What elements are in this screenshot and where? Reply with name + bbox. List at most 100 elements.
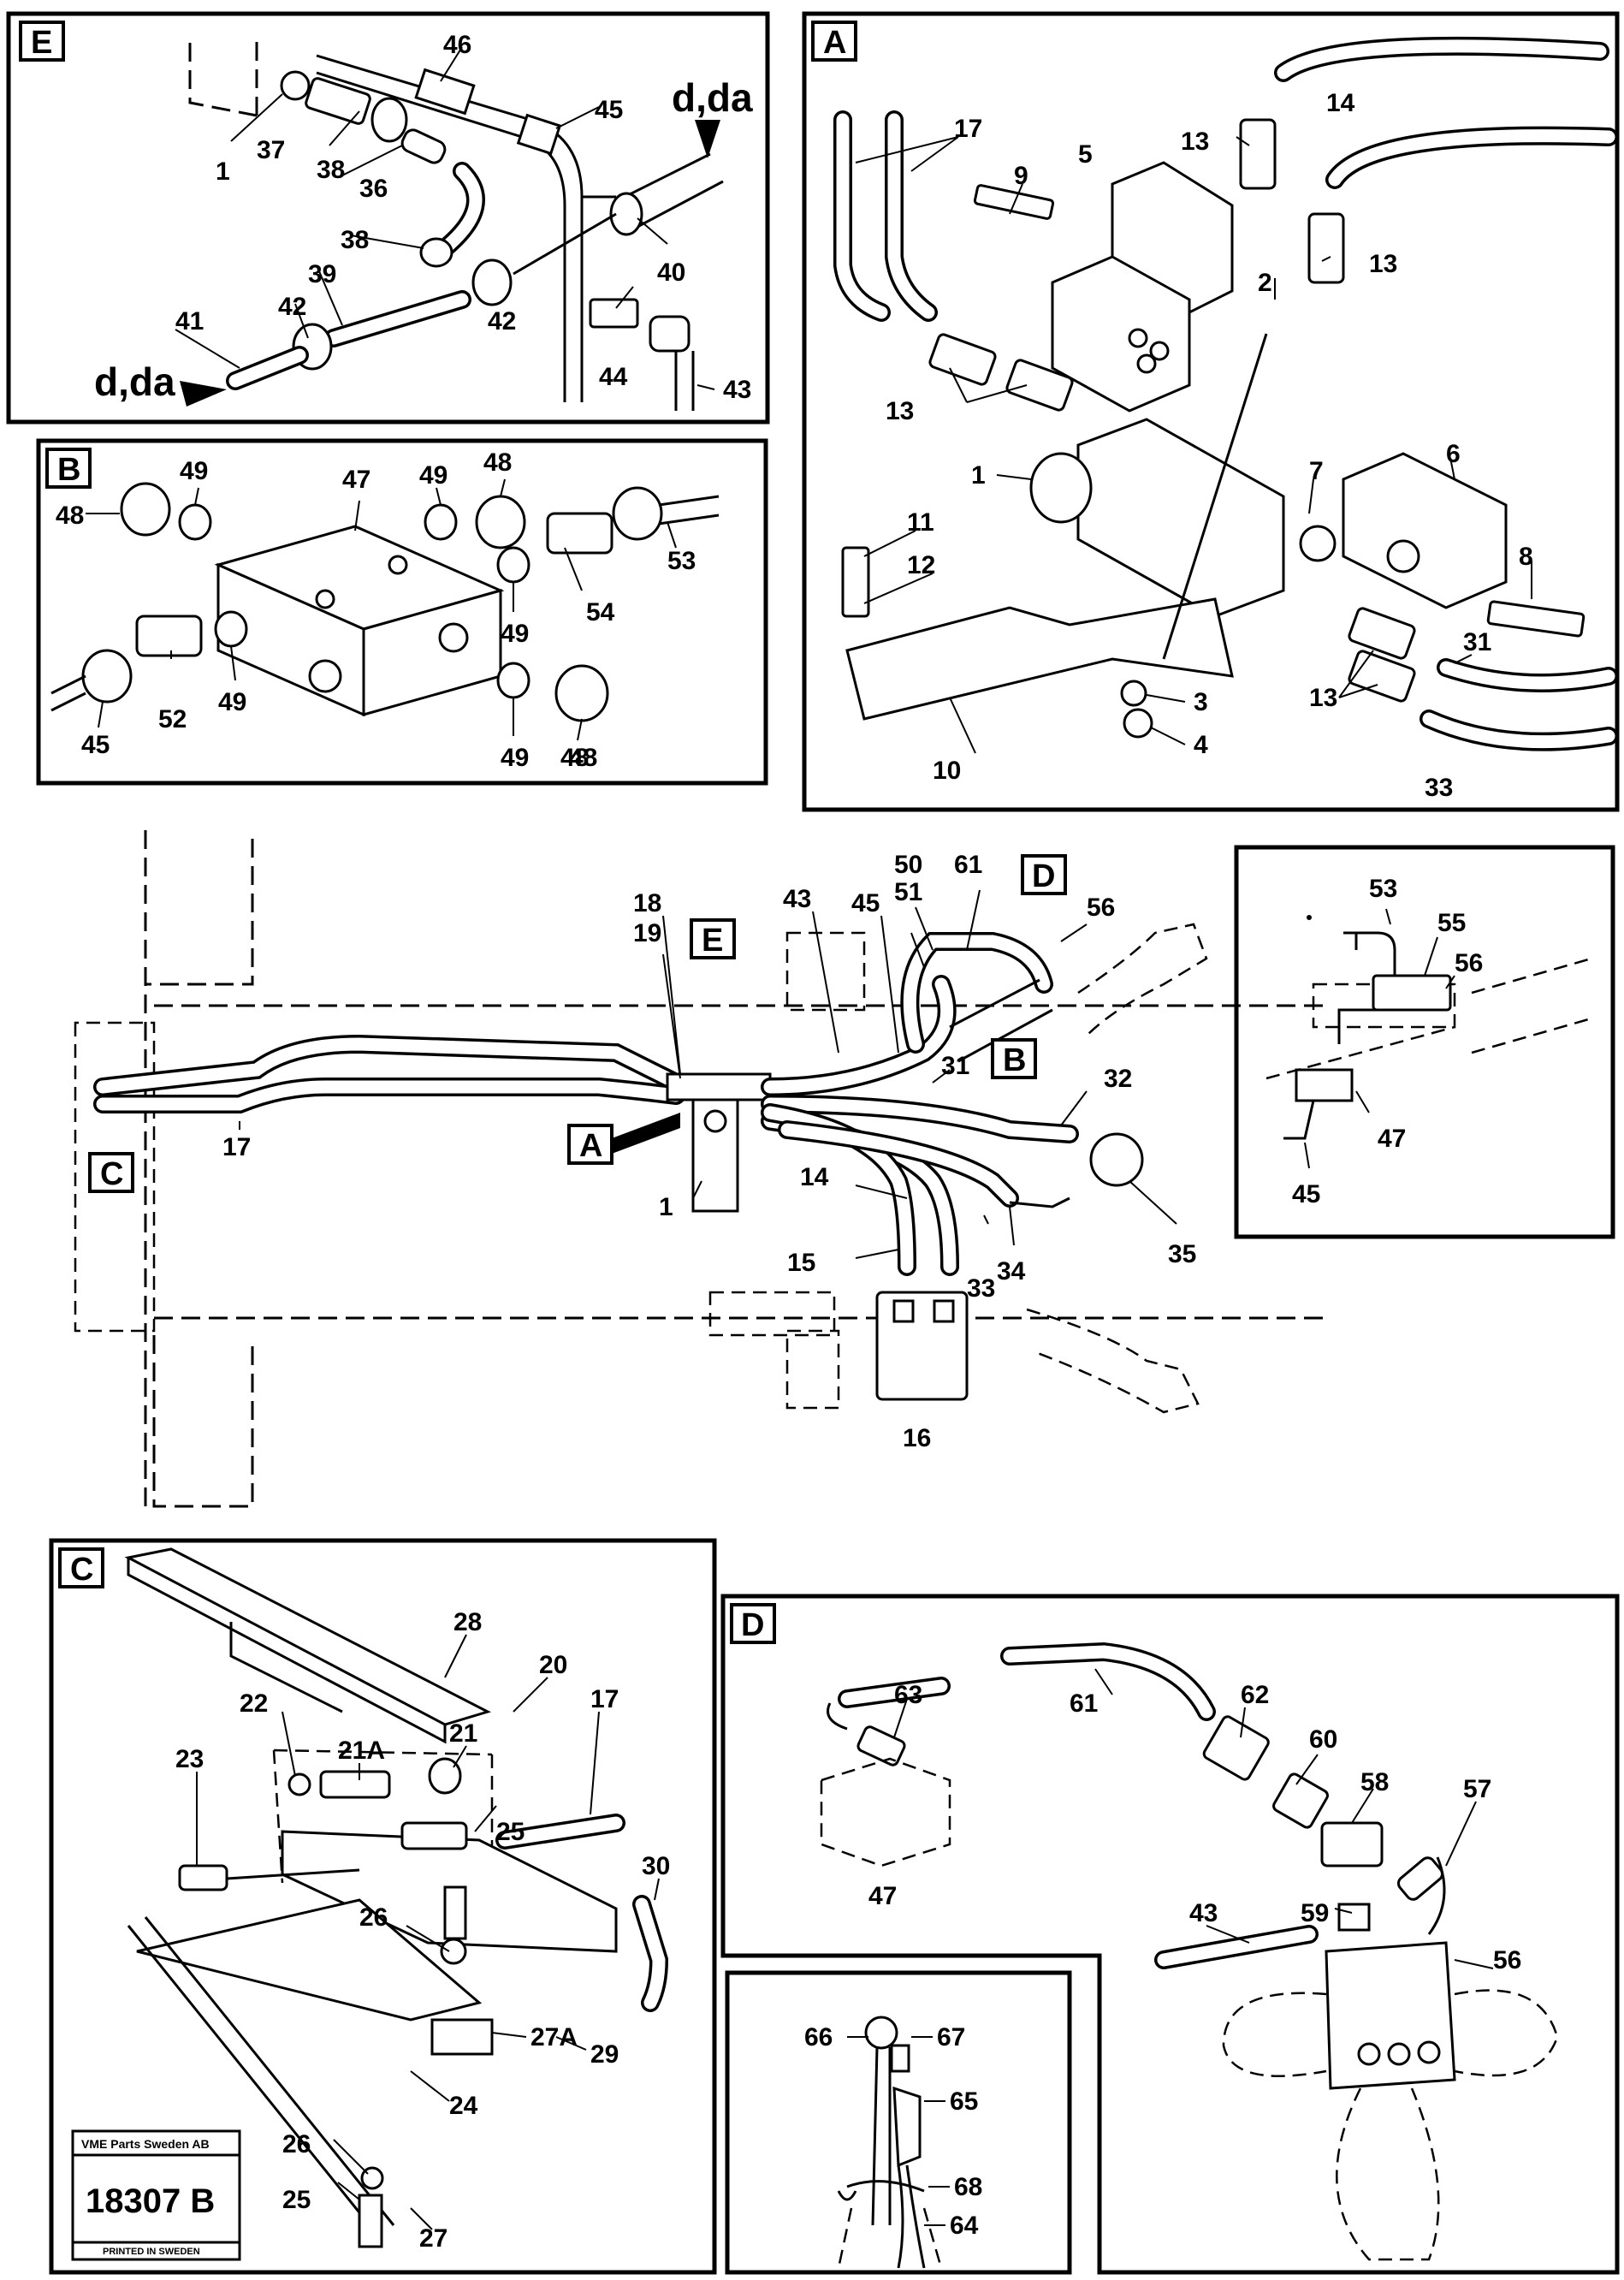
e-callout-44: 44	[599, 363, 628, 391]
main-callout-43: 43	[783, 885, 811, 913]
main-callout-17: 17	[222, 1133, 251, 1161]
panel-b: B 49 47 48 49 48 48 53 54 49 52	[36, 438, 768, 786]
c-callout-29: 29	[590, 2040, 619, 2069]
inset-callout-56: 56	[1455, 949, 1483, 977]
e-callout-37: 37	[257, 136, 285, 164]
inset-panel: 53 55 56 47 45	[1234, 845, 1615, 1239]
d-callout-61: 61	[1070, 1689, 1098, 1718]
a-callout-10: 10	[933, 757, 961, 785]
a-callout-13c: 13	[886, 397, 914, 425]
c-callout-23: 23	[175, 1745, 204, 1773]
main-callout-18: 18	[633, 889, 661, 917]
main-callout-61: 61	[954, 851, 982, 879]
c-callout-27: 27	[419, 2224, 447, 2253]
c-callout-30: 30	[642, 1852, 670, 1880]
inset-callout-45: 45	[1292, 1180, 1320, 1208]
flow-label-top: d,da	[672, 75, 753, 120]
d-callout-62: 62	[1241, 1681, 1269, 1709]
main-assembly: E D B A C 61 50 51 43 45 56 18 19 31 32 …	[74, 830, 1326, 1508]
a-callout-12: 12	[907, 551, 935, 579]
main-callout-32: 32	[1104, 1065, 1132, 1093]
b-callout-47: 47	[342, 466, 370, 494]
c-callout-17: 17	[590, 1685, 619, 1713]
a-callout-17: 17	[954, 115, 982, 143]
e-callout-1: 1	[216, 157, 230, 186]
b-callout-45: 45	[81, 731, 110, 759]
a-callout-3: 3	[1194, 688, 1208, 716]
a-callout-33: 33	[1425, 774, 1453, 802]
panel-c-tag: C	[70, 1552, 93, 1588]
a-callout-31: 31	[1463, 628, 1491, 656]
b-callout-48a: 48	[56, 502, 84, 530]
main-callout-31: 31	[941, 1052, 969, 1080]
b-callout-48c: 48	[569, 744, 597, 772]
a-callout-6: 6	[1446, 440, 1461, 468]
main-callout-33: 33	[967, 1274, 995, 1303]
lever-callout-66: 66	[804, 2023, 833, 2051]
d-callout-58: 58	[1360, 1768, 1389, 1796]
stamp-drawing-number: 18307 B	[86, 2182, 215, 2220]
c-callout-28: 28	[453, 1608, 482, 1636]
main-tag-b: B	[1003, 1042, 1026, 1078]
e-callout-42b: 42	[488, 307, 516, 335]
lever-callout-68: 68	[954, 2173, 982, 2201]
c-callout-26b: 26	[282, 2130, 311, 2158]
c-callout-22: 22	[240, 1689, 268, 1718]
main-tag-e: E	[702, 923, 723, 959]
main-callout-45: 45	[851, 889, 880, 917]
main-callout-16: 16	[903, 1424, 931, 1452]
a-callout-11: 11	[907, 508, 934, 537]
b-callout-49c: 49	[501, 620, 529, 648]
a-callout-13a: 13	[1181, 128, 1209, 156]
a-callout-7: 7	[1309, 457, 1324, 485]
a-callout-4: 4	[1194, 731, 1208, 759]
e-callout-43: 43	[723, 376, 751, 404]
main-tag-c: C	[100, 1156, 123, 1192]
main-callout-34: 34	[997, 1257, 1026, 1285]
stamp-printed: PRINTED IN SWEDEN	[103, 2247, 200, 2257]
e-callout-40: 40	[657, 258, 685, 287]
panel-d: D 63 61 62 60 58 57 47	[720, 1594, 1620, 2275]
main-callout-50: 50	[894, 851, 922, 879]
e-callout-46: 46	[443, 31, 471, 59]
c-callout-20: 20	[539, 1651, 567, 1679]
main-callout-14: 14	[800, 1163, 829, 1191]
main-tag-a: A	[579, 1128, 602, 1164]
a-callout-5: 5	[1078, 140, 1093, 169]
b-callout-48d: 48	[560, 744, 589, 772]
b-callout-53: 53	[667, 547, 696, 575]
a-callout-13d: 13	[1309, 684, 1337, 712]
panel-a: A	[802, 11, 1620, 812]
main-callout-51: 51	[894, 878, 922, 906]
b-callout-49a: 49	[180, 457, 208, 485]
lever-callout-67: 67	[937, 2023, 965, 2051]
d-callout-63: 63	[894, 1681, 922, 1709]
a-callout-8: 8	[1519, 543, 1533, 571]
c-callout-26a: 26	[359, 1903, 388, 1932]
lever-callout-64: 64	[950, 2212, 979, 2240]
panel-b-tag: B	[57, 452, 80, 488]
e-callout-36: 36	[359, 175, 388, 203]
e-callout-42: 42	[278, 293, 306, 321]
b-callout-48b: 48	[483, 448, 512, 477]
lever-panel: 66 67 65 68 64	[725, 1970, 1072, 2275]
panel-c: C VME Parts Sweden AB 18307 B	[49, 1538, 717, 2275]
b-callout-52: 52	[158, 705, 187, 733]
stamp-company: VME Parts Sweden AB	[81, 2137, 210, 2151]
d-callout-43: 43	[1189, 1899, 1218, 1927]
c-callout-27a: 27A	[530, 2023, 578, 2051]
b-callout-49b: 49	[419, 461, 447, 490]
main-callout-1: 1	[659, 1193, 673, 1221]
inset-callout-55: 55	[1437, 909, 1466, 937]
a-callout-9: 9	[1014, 162, 1028, 190]
e-callout-38: 38	[317, 156, 345, 184]
parts-stamp: VME Parts Sweden AB 18307 B PRINTED IN S…	[71, 2129, 241, 2261]
a-callout-13b: 13	[1369, 250, 1397, 278]
c-callout-25a: 25	[496, 1818, 525, 1846]
e-callout-41: 41	[175, 307, 204, 335]
main-tag-d: D	[1032, 858, 1055, 894]
panel-a-tag: A	[823, 25, 846, 61]
main-callout-19: 19	[633, 919, 661, 947]
c-callout-21: 21	[449, 1719, 477, 1748]
